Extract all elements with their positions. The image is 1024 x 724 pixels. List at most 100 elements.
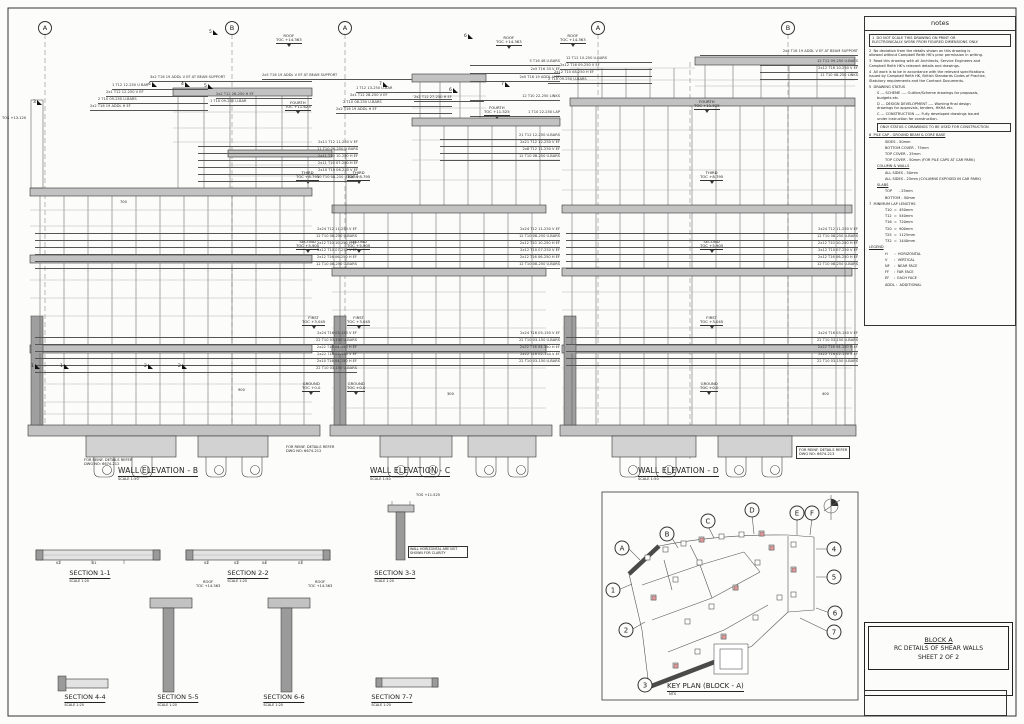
rebar-callout: 2x24 T16 05-150 V EF [566,331,858,338]
misc-label: 02 [204,561,209,565]
rebar-callout: 2x12 T16 06-250 H EF [35,255,357,262]
misc-label: TOS +13.120 [2,116,27,120]
section-cut-flag: 4 [181,82,190,87]
grid-bubble: B [225,21,239,35]
note-line: ALL SIDES - 50mm [885,170,918,175]
rebar-callout: 2x24 T12 11-250 V EF [566,227,858,234]
misc-label: FOR REINF. DETAILS REFER DWG NO: 6674-21… [796,446,851,459]
misc-label: 03 [298,561,303,565]
note-line: 4 All work is to be in accordance with t… [869,69,986,83]
elevation-b-scale: SCALE 1:50 [118,477,139,481]
key-plan-grid-bubble: B [659,526,675,542]
section-cut-flag: 5 [209,30,218,35]
rebar-callout: 12 T10 08-250 U-BARS [440,154,560,161]
rebar-callout: 12 T12 09-250 U-BARS [760,59,858,66]
key-plan-grid-bubble: D [744,502,760,518]
note-line: SIDES - 50mm [885,139,911,144]
title-block: BLOCK A RC DETAILS OF SHEAR WALLS SHEET … [864,622,1013,696]
rebar-callout: 2x24 T16 05-150 V EF [336,331,560,338]
flag-triangle-icon [34,364,40,369]
notes-body: 1 DO NOT SCALE THIS DRAWING ON PRINT OR … [865,31,1015,292]
note-line: BOTTOM - 50mm [885,195,916,200]
note-line: BOTTOM COVER - 75mm [885,145,929,150]
note-line: 5 DRAWING STATUS [869,84,906,89]
rebar-callout: 2x11 T10 10-250 H EF [198,154,358,161]
rebar-callout: 1 T12 12-250 U BAR [112,83,208,90]
rebar-callout: 11 T10 08-250 U-BARS [198,147,358,154]
rebar-callout: 2x1 T12 12-250 V EF [106,90,208,97]
note-line: 3 Read this drawing with all Architects,… [869,59,981,68]
elevation-c-title: WALL ELEVATION - C [370,466,451,477]
note-line: COLUMN & WALLS [877,164,910,169]
section-cut-flag: 5 [204,84,213,89]
elevation-d-title: WALL ELEVATION - D [638,466,719,477]
section-cut-flag: 7 [501,82,510,87]
rebar-callout: 2x22 T16 02-150 V EF [336,352,560,359]
rebar-callout: 12 T10 08-250 U-BARS [35,234,357,241]
rebar-callout: 22 T10 03-150 U-BARS [35,338,357,345]
rebar-callout: 12 T10 08-250 U-BARS [336,262,560,269]
misc-label: ROOF TOC +14.363 [308,580,333,589]
section-cut-flag: 6 [449,88,458,93]
notes-title: notes [865,17,1015,31]
note-line: C --- CONSTRUCTION ---- Fully developed … [877,112,980,121]
misc-label: 02 [234,561,239,565]
section-label: SECTION 2-2 SCALE 1:20 [227,569,269,583]
elevation-c-scale: SCALE 1:50 [370,477,391,481]
flag-triangle-icon [184,82,190,87]
flag-triangle-icon [63,364,69,369]
note-line: ALL SIDES - 25mm (COLUMNS EXPOSED IN CAR… [885,176,982,181]
note-line: D --- DESIGN DEVELOPMENT ---- Working fi… [877,101,971,111]
rebar-callout: 2x1 T12 28-250 V EF [350,93,452,100]
section-cut-flag: 6 [464,34,473,39]
section-label: SECTION 4-4 SCALE 1:20 [64,693,106,707]
sheet-frame [7,7,1017,717]
note-line: 1 DO NOT SCALE THIS DRAWING ON PRINT OR … [869,34,1011,47]
rebar-callout: 2x12 T10 10-250 H EF [566,241,858,248]
rebar-callout: 22 T10 03-150 U-BARS [35,366,357,373]
note-line: V : VERTICAL [885,257,915,262]
rebar-callout: 2x2 T12 27-250 H EF [414,95,484,102]
note-line: LEGEND [869,245,884,250]
note-line: 2 No deviation from the details shown on… [869,48,983,58]
misc-label: FOR REINF. DETAILS REFER DWG NO: 6674-21… [286,445,335,454]
section-label: SECTION 6-6 SCALE 1:20 [263,693,305,707]
flag-triangle-icon [504,82,510,87]
key-plan-grid-bubble: 6 [827,605,843,621]
misc-label: ROOF TOC +14.363 [196,580,221,589]
elevation-d-title-block: WALL ELEVATION - D SCALE 1:50 [638,466,719,481]
note-line: TOP COVER - 25mm [885,152,921,156]
notes-panel: notes 1 DO NOT SCALE THIS DRAWING ON PRI… [864,16,1016,326]
misc-label: 02 [56,561,61,565]
rebar-callout: 2x24 T12 11-250 V EF [336,227,560,234]
rebar-callout: 2 T10 09-250 U-BARS [548,77,652,84]
note-line: SLABS [877,183,889,188]
rebar-callout: 2x12 T16 09-250 V EF [560,63,652,70]
note-line: TOP - 25mm [885,189,913,194]
misc-label: WALL HORIZONTAL ARE NOT SHOWN FOR CLARIT… [408,546,468,558]
elevation-b-title-block: WALL ELEVATION - B SCALE 1:50 [118,466,199,481]
dimension-label: 900 [238,388,245,392]
note-line: FF : FAR FACE [885,270,914,275]
key-plan-scale: NTS [669,692,677,696]
rebar-callout: 12 T10 08-250 U-BARS [336,234,560,241]
rebar-callout: 2x12 T10 10-250 H EF [336,241,560,248]
key-plan-linework [601,491,859,701]
note-line: ONLY STATUS C DRAWINGS TO BE USED FOR CO… [877,123,1011,132]
rebar-callout: 2x5 T16 33 V EF [470,67,560,74]
elevation-b-title: WALL ELEVATION - B [118,466,199,477]
rebar-callout: 2x10 T16 04-150 H EF [35,359,357,366]
section-cut-flag: 1 [60,364,69,369]
note-line: T16 = 720mm [885,220,913,225]
key-plan-grid-bubble: 3 [637,677,653,693]
